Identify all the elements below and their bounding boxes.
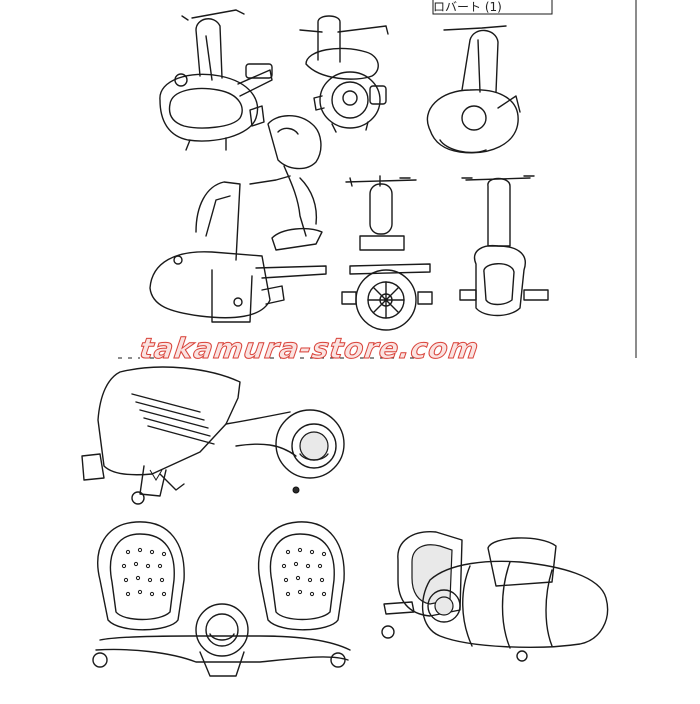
bike-detail-pods-rear-three-quarter	[381, 531, 609, 662]
bike-view-front-three-quarter	[159, 9, 273, 151]
bike-view-side-with-rider	[149, 115, 327, 323]
corner-note: ロバート (1)	[433, 0, 502, 14]
corner-note-box	[432, 0, 553, 15]
watermark-text: takamura-store.com	[137, 332, 482, 366]
bike-detail-side-cutaway	[81, 366, 345, 505]
bike-view-front	[299, 15, 389, 133]
right-pod-perforation	[281, 547, 327, 597]
bike-view-front-orthographic	[341, 175, 433, 331]
bike-detail-twin-pods-front	[92, 521, 351, 677]
bike-view-rear-three-quarter	[426, 25, 521, 154]
bike-view-rear-orthographic	[459, 175, 549, 317]
left-pod-perforation	[121, 547, 167, 597]
